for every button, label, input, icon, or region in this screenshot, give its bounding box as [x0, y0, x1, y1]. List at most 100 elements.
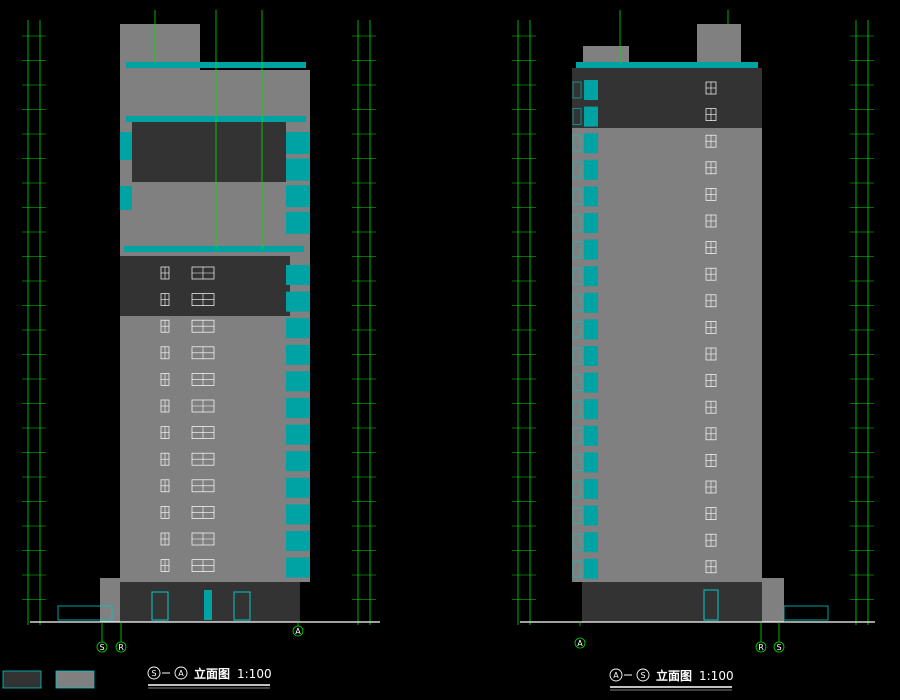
right-dimension-column-left [517, 20, 531, 625]
left-axis-bubble-end: A [292, 622, 304, 637]
left-roof-slab-low [124, 246, 304, 252]
right-window-edge [572, 454, 582, 471]
right-ground-floor [582, 582, 762, 622]
right-elevation: A R S A S 立面图 1:100 [517, 10, 875, 691]
right-balcony-panel [584, 372, 598, 393]
left-balcony-panel [286, 504, 310, 525]
right-balcony-panel [584, 452, 598, 473]
right-dimension-column-right [855, 20, 869, 625]
right-balcony-panel [584, 239, 598, 260]
right-balcony-panel [584, 425, 598, 446]
svg-text:1:100: 1:100 [699, 669, 734, 683]
right-window-edge [572, 161, 582, 179]
left-entrance-door [151, 591, 169, 621]
right-main-wall [572, 128, 762, 582]
left-axis-bubble-mid: R [115, 622, 127, 653]
right-window-column [705, 81, 717, 574]
svg-text:R: R [118, 643, 124, 652]
right-window-edge [572, 241, 582, 258]
left-upper-side-panel [120, 186, 132, 210]
left-balcony-panel [286, 424, 310, 445]
right-top-dark-band [572, 68, 762, 128]
left-entrance-door [233, 591, 251, 621]
left-balcony-panel [286, 557, 310, 578]
left-balcony-panel [286, 531, 310, 551]
left-elevation-title: S A 立面图 1:100 [147, 666, 272, 689]
svg-text:1:100: 1:100 [237, 667, 272, 681]
right-balcony-panel [584, 532, 598, 553]
right-balcony-panels [572, 80, 598, 579]
left-balcony-panel [286, 158, 310, 181]
right-window-edge [572, 134, 582, 152]
right-window-edge [572, 560, 582, 578]
left-elevation: S R A S A 立面图 1:100 [27, 10, 380, 689]
left-balcony-panel [286, 477, 310, 498]
right-railing [783, 605, 829, 621]
right-balcony-panel [584, 479, 598, 499]
right-roof-slab [576, 62, 758, 68]
right-balcony-panel [584, 399, 598, 420]
svg-text:A: A [178, 669, 184, 678]
svg-text:S: S [99, 643, 104, 652]
right-window-edge [572, 400, 582, 418]
left-leader-lines [154, 10, 263, 250]
right-elevation-title: A S 立面图 1:100 [609, 668, 734, 691]
svg-text:R: R [758, 643, 764, 652]
right-balcony-panel [584, 80, 598, 100]
svg-text:立面图: 立面图 [656, 668, 692, 683]
right-balcony-panel [584, 505, 598, 526]
svg-text:A: A [613, 671, 619, 680]
right-balcony-panel [584, 319, 598, 340]
right-window-edge [572, 347, 582, 365]
left-balcony-panel [286, 344, 310, 365]
right-window-edge [572, 108, 582, 125]
right-leader-lines [619, 10, 729, 62]
right-window-edge [572, 188, 582, 205]
right-window-edge [572, 374, 582, 391]
right-window-edge [572, 294, 582, 312]
right-window-edge [572, 427, 582, 445]
left-balcony-panel [286, 398, 310, 418]
svg-text:S: S [151, 669, 156, 678]
left-dimension-column-right [357, 20, 371, 625]
left-dimension-column-outer [27, 20, 41, 625]
right-balcony-panel [584, 186, 598, 207]
right-entrance-door [703, 589, 719, 621]
left-railing [57, 605, 113, 621]
legend-swatch [2, 670, 42, 689]
left-balcony-panels [286, 132, 310, 578]
right-window-edge [572, 81, 582, 99]
right-balcony-panel [584, 266, 598, 287]
right-window-edge [572, 507, 582, 524]
right-balcony-panel [584, 346, 598, 366]
left-axis-bubble-start: S [96, 622, 108, 653]
right-window-edge [572, 533, 582, 551]
left-entrance-annex [100, 578, 120, 622]
right-balcony-panel [584, 159, 598, 180]
svg-text:S: S [640, 671, 645, 680]
right-balcony-panel [584, 558, 598, 579]
right-window-edge [572, 214, 582, 232]
right-window-edge [572, 480, 582, 498]
right-roof-machine [583, 46, 629, 62]
left-balcony-panel [286, 185, 310, 208]
right-balcony-panel [584, 106, 598, 127]
left-balcony-panel [286, 318, 310, 339]
left-balcony-panel [286, 132, 310, 154]
right-axis-bubble-end: S [773, 622, 785, 653]
left-upper-dark-band [132, 122, 286, 182]
right-balcony-panel [584, 292, 598, 313]
right-entrance-annex [762, 578, 784, 622]
left-balcony-panel [286, 291, 310, 312]
right-axis-bubble-start: A [574, 622, 586, 649]
right-window-edge [572, 321, 582, 338]
left-balcony-panel [286, 451, 310, 472]
left-balcony-panel [286, 371, 310, 392]
legend-swatch [55, 670, 95, 689]
left-balcony-panel [286, 211, 310, 234]
right-axis-bubble-mid: R [755, 622, 767, 653]
svg-text:A: A [295, 627, 301, 636]
right-window-edge [572, 267, 582, 285]
left-mid-dark-band [120, 256, 290, 316]
